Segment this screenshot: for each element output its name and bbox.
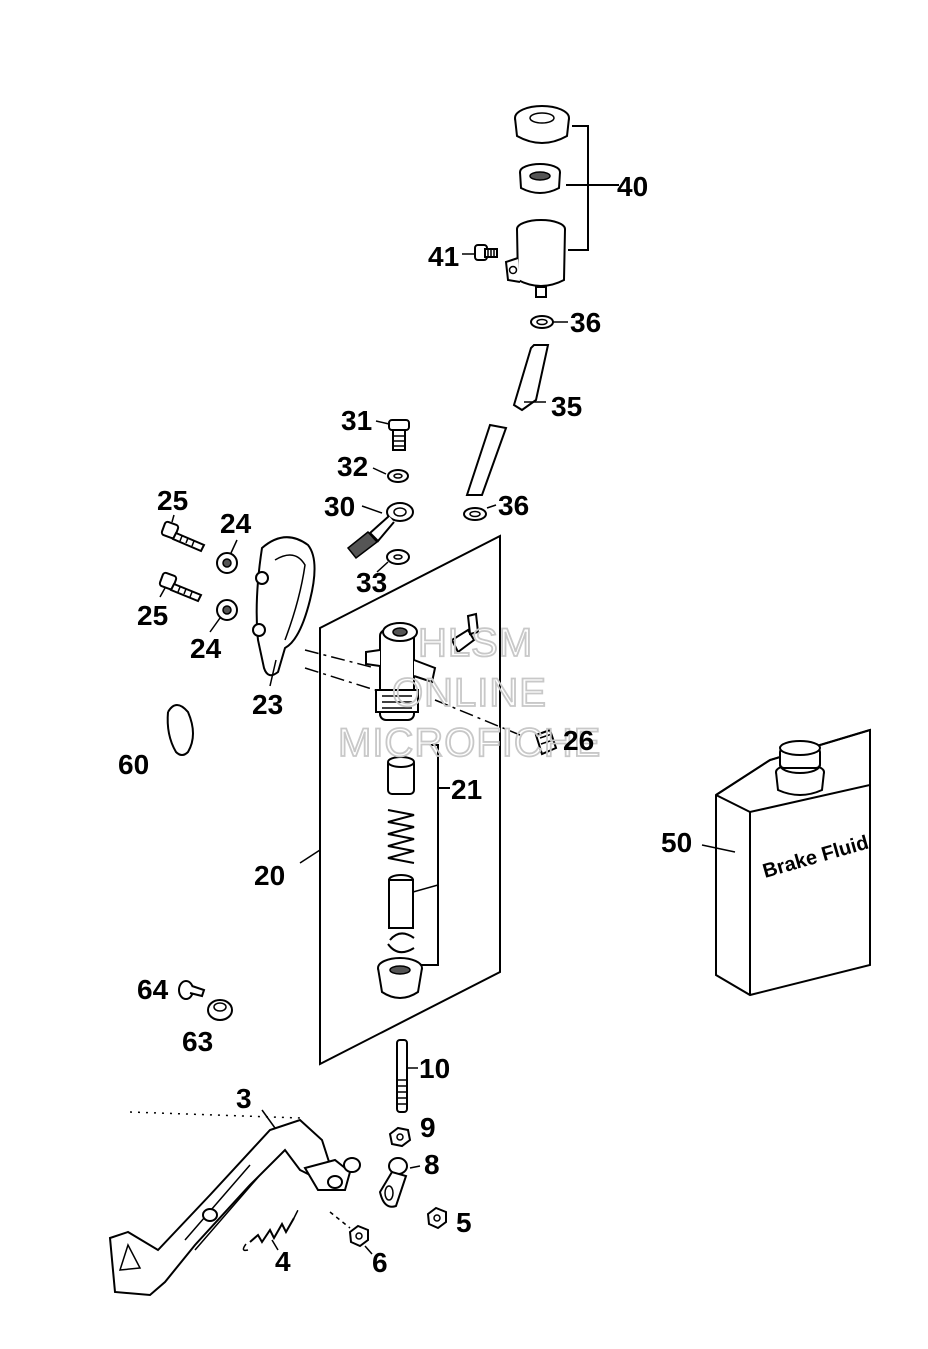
callout-64: 64 [137,974,169,1005]
callout-8: 8 [424,1149,440,1180]
push-rod-10 [396,1039,408,1113]
brake-pedal-3 [108,1118,361,1297]
callout-31: 31 [341,405,372,436]
circlip-internal [387,932,415,954]
washer-32 [387,469,409,483]
callout-63: 63 [182,1026,213,1057]
hose-clamp-lower [463,507,487,521]
callout-21: 21 [451,774,482,805]
callout-20: 20 [254,860,285,891]
master-cylinder-body [365,622,437,721]
reservoir-body [504,219,566,298]
banjo-bolt-31 [388,419,410,451]
callout-4: 4 [275,1246,291,1277]
callout-25-lower: 25 [137,600,168,631]
nut-5 [426,1206,447,1230]
callout-9: 9 [420,1112,436,1143]
guard-23 [252,536,316,677]
svg-text:ONLINE: ONLINE [392,671,547,715]
callout-10: 10 [419,1053,450,1084]
screw-64 [178,980,206,1000]
bolt-25-lower [158,571,203,603]
reservoir-diaphragm [519,163,561,194]
hose-clamp-upper [530,315,554,329]
piston-21 [387,756,415,795]
bolt-41 [474,244,498,261]
callout-60: 60 [118,749,149,780]
banjo-fitting-30 [346,502,414,560]
spring [387,809,415,864]
callout-23: 23 [252,689,283,720]
hose-nipple [450,612,480,654]
callout-50: 50 [661,827,692,858]
nut-6 [348,1224,369,1248]
fitting-26 [534,728,558,756]
callout-30: 30 [324,491,355,522]
nut-9 [388,1126,412,1148]
bushing-24-upper [216,552,238,574]
push-rod-piston [388,874,414,929]
reservoir-cap [514,105,570,144]
callout-36-upper: 36 [570,307,601,338]
bushing-24-lower [216,599,238,621]
bushing-63 [207,999,233,1021]
callout-24-lower: 24 [190,633,222,664]
circlip-60 [166,704,194,756]
callout-26: 26 [563,725,594,756]
phantom-line-lower [304,667,521,736]
dust-boot [377,957,423,999]
callout-24-upper: 24 [220,508,252,539]
callout-33: 33 [356,567,387,598]
brake-fluid-can: Brake Fluid [715,728,871,997]
callout-6: 6 [372,1247,388,1278]
phantom-line-upper [304,649,376,669]
callout-32: 32 [337,451,368,482]
callout-36-lower: 36 [498,490,529,521]
return-spring-4 [242,1210,299,1252]
bracket-40 [566,125,619,251]
callout-41: 41 [428,241,459,272]
callout-labels: 40 41 36 35 31 32 36 30 33 25 24 25 24 2… [118,171,692,1278]
hose-35 [465,344,550,496]
callout-5: 5 [456,1207,472,1238]
watermark: HLSM ONLINE MICROFICHE [337,620,601,766]
svg-text:HLSM: HLSM [418,621,533,665]
washer-33 [386,549,410,565]
callout-35: 35 [551,391,582,422]
bracket-21 [420,744,450,966]
callout-40: 40 [617,171,648,202]
bolt-25-upper [160,520,206,553]
svg-text:MICROFICHE: MICROFICHE [338,721,601,765]
callout-25-upper: 25 [157,485,188,516]
callout-3: 3 [236,1083,252,1114]
assembly-box-20 [319,534,501,1066]
clevis-8 [378,1157,408,1208]
